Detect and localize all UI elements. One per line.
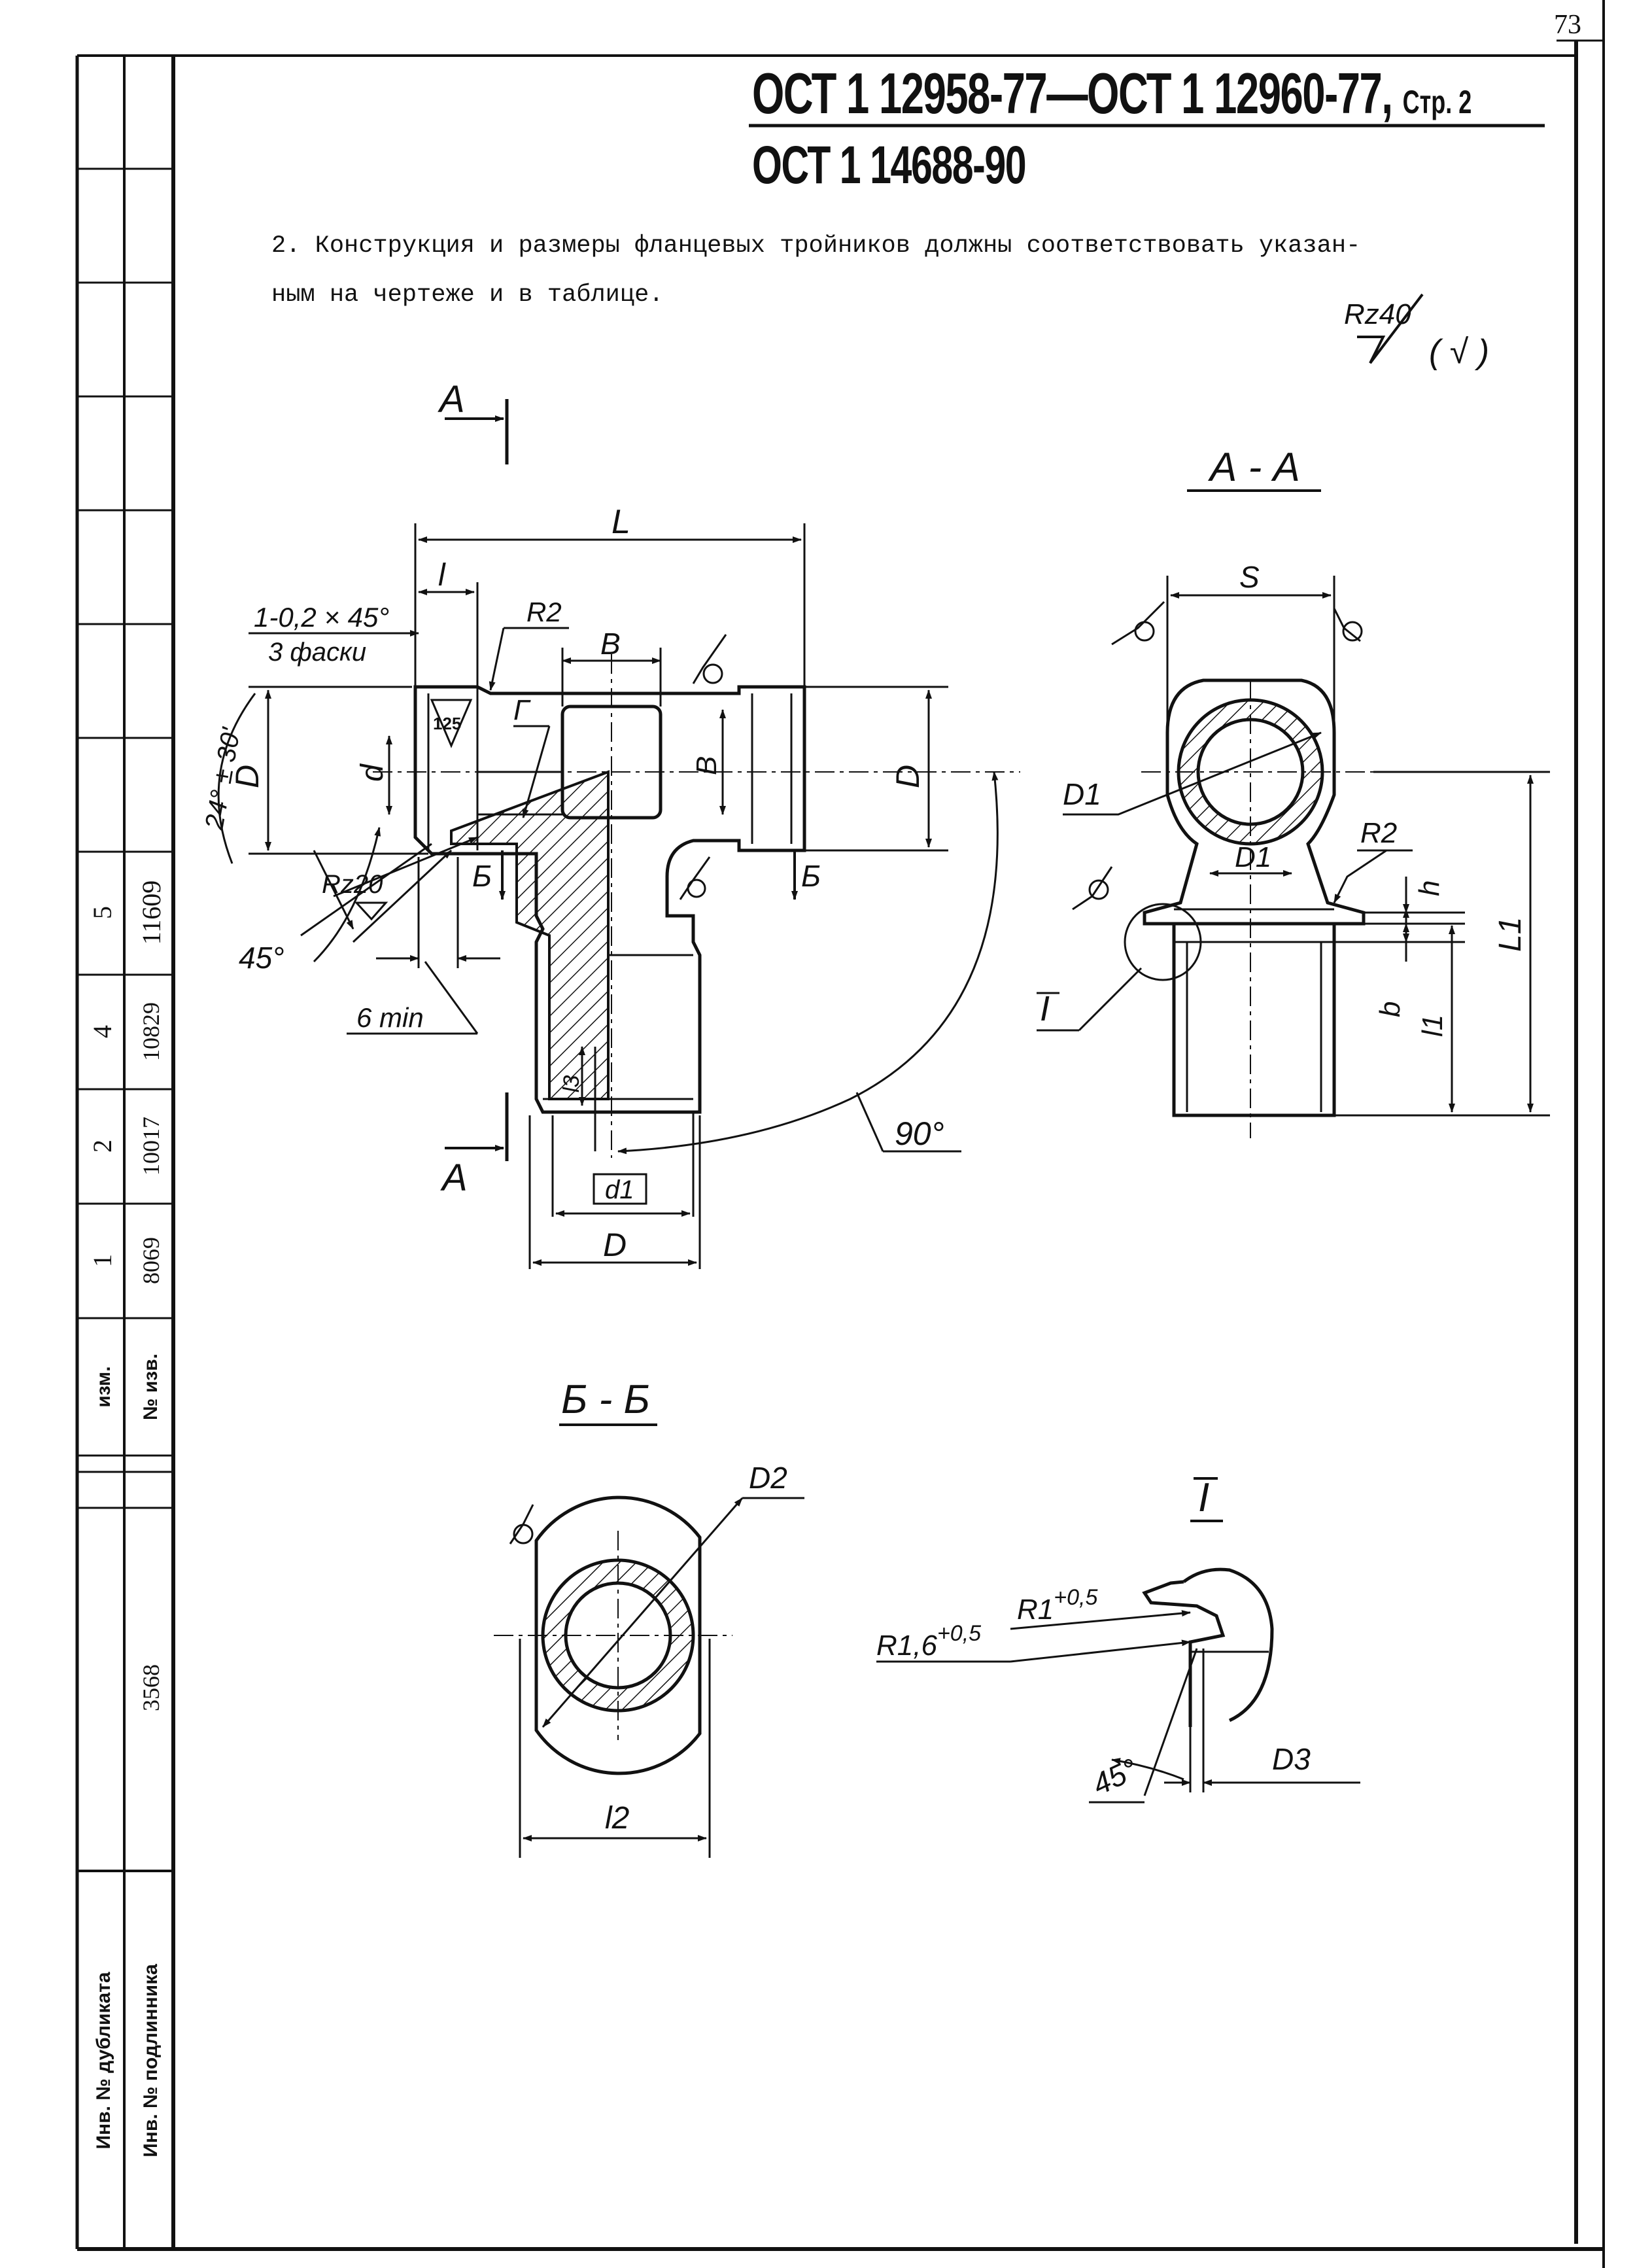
- dim-l3-label: l3: [559, 1075, 584, 1092]
- dim-D-bottom-label: D: [603, 1227, 627, 1263]
- stamp-col-header-4: 4: [88, 1025, 117, 1038]
- dim-B-side-label: В: [691, 756, 723, 775]
- dim-chamfer-note-label: 3 фаски: [268, 638, 366, 667]
- dim-l1-inner-label: l1: [1417, 1015, 1449, 1037]
- stamp-col-value-10829: 10829: [138, 1002, 164, 1061]
- roughness-general-value: Rz40: [1344, 298, 1411, 330]
- dim-R1-label: R1+0,5: [1017, 1585, 1097, 1626]
- cut-b-right-label: Б: [801, 859, 821, 893]
- dim-D1-mid-label: D1: [1235, 841, 1271, 873]
- standard-range: ОСТ 1 12958-77—ОСТ 1 12960-77,: [752, 61, 1393, 126]
- stamp-inv-podl-value: 3568: [138, 1664, 164, 1711]
- dim-45-main-label: 45°: [239, 941, 284, 975]
- sheet-frame: [77, 0, 1605, 2268]
- dim-G-label: Г: [513, 694, 531, 726]
- dim-b-label: b: [1374, 1002, 1406, 1017]
- dim-R2-aa-label: R2: [1360, 817, 1397, 849]
- dim-D2-label: D2: [749, 1461, 787, 1495]
- detail-i-title: I: [1198, 1475, 1209, 1520]
- roughness-rz20-label: Rz20: [322, 870, 383, 899]
- paragraph-line-2: ным на чертеже и в таблице.: [271, 281, 664, 309]
- paragraph-line-1: 2. Конструкция и размеры фланцевых тройн…: [271, 232, 1361, 260]
- dim-90-label: 90°: [895, 1115, 944, 1152]
- stamp-col-value-8069: 8069: [138, 1237, 164, 1284]
- dim-R1-value: R1: [1017, 1594, 1054, 1626]
- dim-R16-label: R1,6+0,5: [876, 1621, 981, 1662]
- dim-S-label: S: [1239, 560, 1260, 594]
- detail-i-view: [1142, 1567, 1274, 1727]
- cut-a-bottom-label: А: [440, 1157, 468, 1199]
- dim-l2-label: l2: [605, 1801, 629, 1836]
- dim-D1-left-label: D1: [1063, 777, 1101, 811]
- cut-b-left-label: Б: [472, 859, 492, 893]
- stamp-col-header-5: 5: [88, 906, 117, 919]
- stamp-col-header-2: 2: [88, 1140, 117, 1153]
- roughness-general: Rz40 ( √ ): [1344, 293, 1489, 371]
- dim-6min-label: 6 min: [356, 1002, 424, 1033]
- standard-designation: ОСТ 1 12958-77—ОСТ 1 12960-77, Стр. 2: [752, 60, 1472, 127]
- dim-D-right-label: D: [889, 765, 926, 788]
- detail-i-dimensions: [876, 1610, 1360, 1804]
- section-aa-dimensions: [1037, 576, 1550, 1117]
- cut-a-top-label: А: [438, 378, 465, 421]
- stamp-label-inv-podl: Инв. № подлинника: [140, 1964, 162, 2157]
- stamp-col-header-1: 1: [88, 1254, 117, 1267]
- dim-45-detail-label: 45°: [1087, 1752, 1143, 1802]
- dim-h-label: h: [1413, 881, 1445, 896]
- stamp-row-no-izv: № изв.: [140, 1353, 162, 1420]
- dim-d-label: d: [355, 763, 390, 782]
- side-stamp: [75, 56, 175, 2249]
- stamp-col-value-10017: 10017: [138, 1117, 164, 1176]
- roughness-general-bracket: ( √ ): [1429, 333, 1489, 371]
- dim-L1-label: L1: [1493, 917, 1528, 952]
- section-bb-title: Б - Б: [561, 1377, 650, 1422]
- detail-ref-label: I: [1040, 989, 1050, 1028]
- standard-amendment: ОСТ 1 14688-90: [752, 135, 1027, 195]
- dim-R16-value: R1,6: [876, 1630, 937, 1662]
- page-number: 73: [1554, 10, 1581, 40]
- dim-D-left-label: D: [229, 765, 266, 788]
- dim-d1-label: d1: [605, 1176, 634, 1204]
- dim-D3-label: D3: [1272, 1742, 1311, 1776]
- dim-B-top-label: В: [600, 627, 621, 661]
- main-view-dimensions: [217, 523, 999, 1269]
- dim-R1-tolerance: +0,5: [1054, 1585, 1097, 1610]
- stamp-col-value-11609: 11609: [137, 881, 166, 945]
- dim-l-label: l: [438, 558, 446, 593]
- section-bb-dimensions: [519, 1497, 804, 1858]
- dim-chamfer-label: 1-0,2 × 45°: [254, 602, 389, 633]
- page-label: Стр. 2: [1402, 84, 1472, 120]
- section-aa-view: [1124, 678, 1373, 1138]
- dim-R2-main-label: R2: [526, 597, 562, 627]
- section-bb-view: [494, 1495, 732, 1775]
- stamp-row-izm: изм.: [93, 1366, 114, 1407]
- dim-L-label: L: [611, 503, 630, 541]
- roughness-125-label: 125: [433, 714, 461, 733]
- section-aa-title: А - А: [1207, 445, 1300, 490]
- dim-R16-tolerance: +0,5: [937, 1621, 981, 1646]
- stamp-label-inv-dubl: Инв. № дубликата: [93, 1972, 114, 2149]
